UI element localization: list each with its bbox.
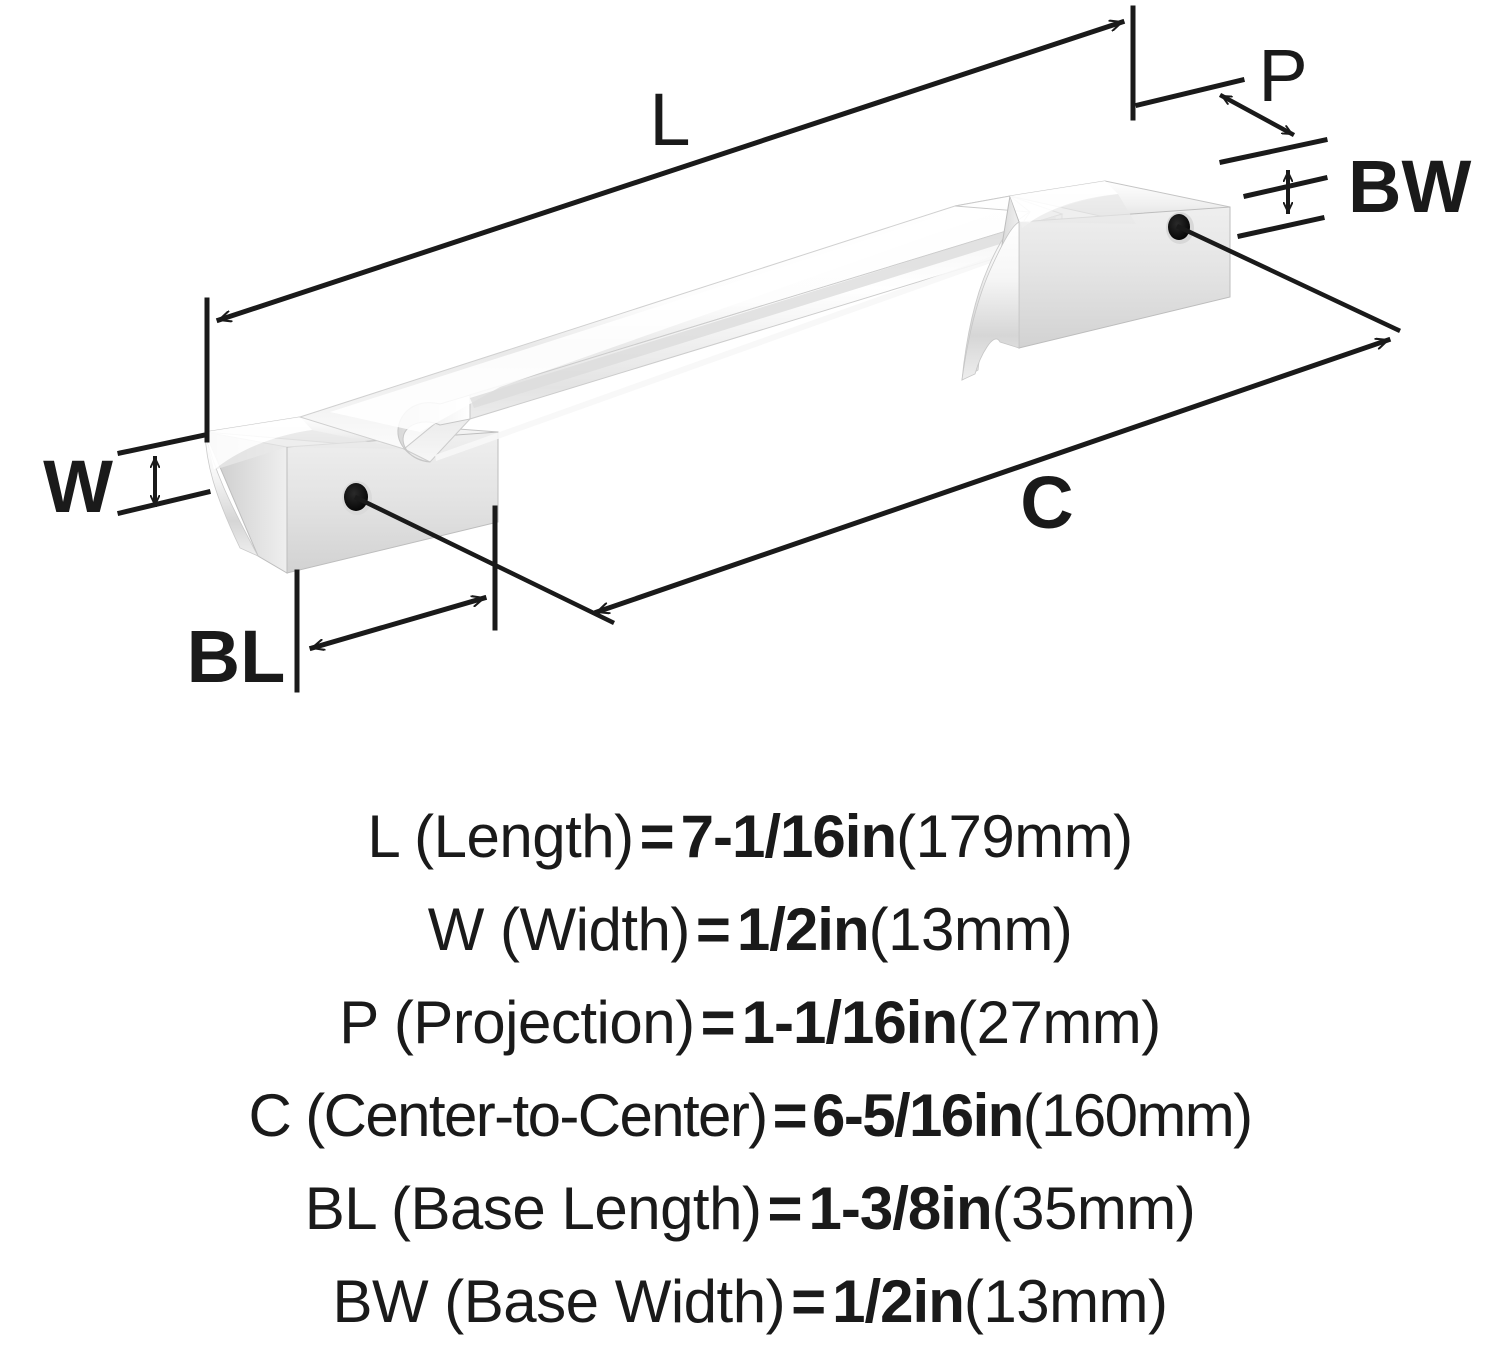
spec-eq-C: = <box>772 1081 808 1149</box>
w-tick-bottom <box>116 488 212 517</box>
spec-row-L: L (Length) = 7-1/16in (179mm) <box>0 790 1500 883</box>
spec-metric-W: (13mm) <box>868 895 1073 963</box>
c-dimension-line <box>593 336 1392 616</box>
spec-imperial-BL: 1-3/8in <box>808 1174 993 1242</box>
dim-label-L: L <box>649 78 690 161</box>
c-leader-right <box>1176 224 1401 333</box>
l-dimension-line <box>215 18 1126 324</box>
dim-label-C: C <box>1020 461 1073 544</box>
c-leader-left <box>353 494 616 626</box>
left-foot-shadow-band <box>214 430 404 470</box>
spec-row-P: P (Projection) = 1-1/16in (27mm) <box>0 976 1500 1069</box>
dim-label-W: W <box>43 445 113 528</box>
spec-row-C: C (Center-to-Center) = 6-5/16in (160mm) <box>0 1069 1500 1162</box>
spec-eq-BW: = <box>791 1267 827 1335</box>
spec-imperial-P: 1-1/16in <box>741 988 958 1056</box>
spec-row-W: W (Width) = 1/2in (13mm) <box>0 883 1500 976</box>
bw-tick-bottom <box>1237 215 1325 239</box>
spec-label-BL: BL (Base Length) <box>304 1174 762 1242</box>
spec-row-BW: BW (Base Width) = 1/2in (13mm) <box>0 1255 1500 1348</box>
p-dimension-line <box>1218 92 1296 138</box>
spec-label-W: W (Width) <box>427 895 691 963</box>
p-tick-lower <box>1219 137 1328 165</box>
dimension-annotations <box>116 5 1401 693</box>
spec-eq-W: = <box>695 895 731 963</box>
spec-label-P: P (Projection) <box>339 988 695 1056</box>
spec-imperial-C: 6-5/16in <box>812 1081 1024 1149</box>
spec-imperial-W: 1/2in <box>736 895 870 963</box>
spec-label-L: L (Length) <box>367 802 634 870</box>
dim-label-BL: BL <box>187 615 286 698</box>
spec-row-BL: BL (Base Length) = 1-3/8in (35mm) <box>0 1162 1500 1255</box>
spec-imperial-L: 7-1/16in <box>680 802 897 870</box>
spec-eq-P: = <box>700 988 736 1056</box>
spec-metric-BL: (35mm) <box>991 1174 1196 1242</box>
spec-metric-P: (27mm) <box>957 988 1161 1056</box>
p-tick-upper <box>1134 76 1246 109</box>
spec-label-BW: BW (Base Width) <box>332 1267 786 1335</box>
dim-label-BW: BW <box>1348 145 1471 228</box>
spec-metric-C: (160mm) <box>1022 1081 1253 1149</box>
w-tick-top <box>117 432 208 456</box>
product-dimension-drawing: L P BW W C BL <box>43 5 1472 698</box>
dim-label-P: P <box>1258 34 1307 117</box>
spec-label-C: C (Center-to-Center) <box>248 1081 768 1149</box>
spec-metric-BW: (13mm) <box>963 1267 1168 1335</box>
spec-metric-L: (179mm) <box>896 802 1133 870</box>
spec-eq-BL: = <box>767 1174 803 1242</box>
left-foot-highlight <box>205 417 312 470</box>
specification-list: L (Length) = 7-1/16in (179mm) W (Width) … <box>0 790 1500 1352</box>
spec-eq-L: = <box>639 802 675 870</box>
bl-dimension-line <box>308 594 488 652</box>
spec-imperial-BW: 1/2in <box>832 1267 965 1335</box>
